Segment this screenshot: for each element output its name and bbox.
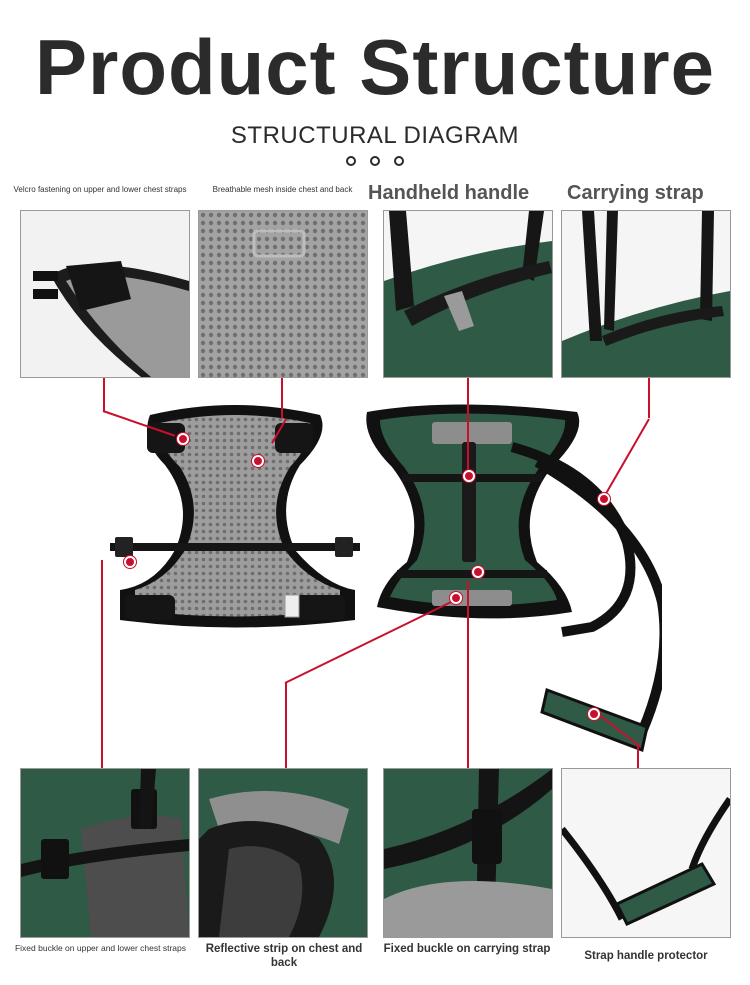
harness-back-view [95,395,370,650]
leader-line [101,560,103,768]
leader-line [281,378,283,418]
label-reflective: Reflective strip on chest and back [205,943,363,970]
photo-fixed-buckle-strap [383,768,553,938]
dot-icon [370,156,380,166]
page-subtitle: STRUCTURAL DIAGRAM [230,122,520,149]
photo-strap-closeup [561,210,731,378]
label-strap: Carrying strap [567,182,704,204]
photo-velcro-closeup [20,210,190,378]
photo-mesh-closeup [198,210,368,378]
marker-strap [598,493,610,505]
leader-line [467,378,469,472]
photo-reflective-strip [198,768,368,938]
label-velcro: Velcro fastening on upper and lower ches… [13,185,187,194]
marker-fixed-buckle-chest [124,556,136,568]
leader-line [103,378,105,411]
label-protector: Strap handle protector [584,950,708,962]
photo-strap-protector [561,768,731,938]
dot-icon [346,156,356,166]
marker-fixed-buckle-strap [472,566,484,578]
page-title: Product Structure [34,23,716,111]
marker-reflective [450,592,462,604]
label-mesh: Breathable mesh inside chest and back [212,185,353,194]
photo-handle-closeup [383,210,553,378]
leader-line [285,682,287,768]
photo-fixed-buckle-chest [20,768,190,938]
label-fixed-buckle-strap: Fixed buckle on carrying strap [383,943,551,955]
leader-line [637,745,639,768]
marker-velcro [177,433,189,445]
leader-line [648,378,650,418]
harness-front-view [362,402,670,757]
decorative-dots [0,156,750,166]
marker-protector [588,708,600,720]
marker-mesh [252,455,264,467]
marker-handle [463,470,475,482]
dot-icon [394,156,404,166]
label-fixed-buckle-chest: Fixed buckle on upper and lower chest st… [14,943,187,953]
leader-line [467,580,469,768]
label-handle: Handheld handle [368,182,530,204]
